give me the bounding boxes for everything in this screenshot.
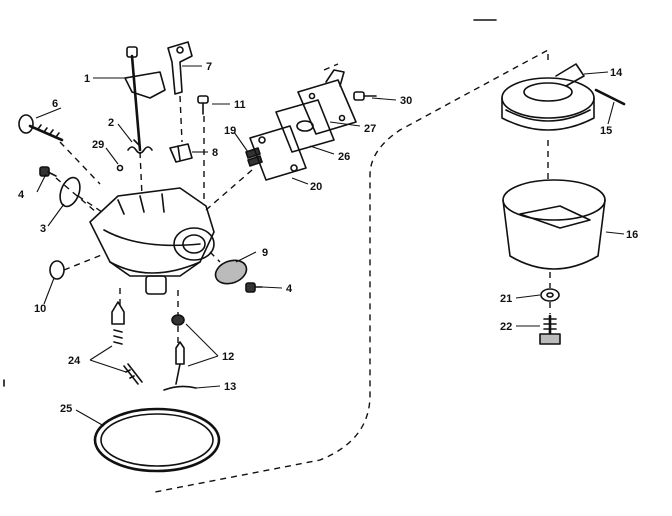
part-9-gasket bbox=[214, 259, 248, 285]
callout-4-left: 4 bbox=[18, 189, 25, 201]
callout-30: 30 bbox=[400, 95, 412, 107]
callout-13: 13 bbox=[224, 381, 236, 393]
part-25-o-ring bbox=[93, 407, 221, 473]
callout-12: 12 bbox=[222, 351, 234, 363]
part-6-idle-screw bbox=[18, 114, 64, 142]
part-27-pump-cover bbox=[297, 69, 357, 135]
callout-2: 2 bbox=[108, 117, 114, 129]
callout-14: 14 bbox=[610, 67, 623, 79]
assembly-dashed-lines bbox=[55, 63, 551, 344]
callout-10: 10 bbox=[34, 303, 46, 315]
leader-lines bbox=[35, 65, 625, 427]
callout-9: 9 bbox=[262, 247, 268, 259]
callout-4-right: 4 bbox=[286, 283, 293, 295]
callout-1: 1 bbox=[84, 73, 90, 85]
part-7-choke-shaft bbox=[167, 41, 193, 95]
callout-labels: 1 2 3 4 4 6 7 8 9 10 11 12 13 14 15 16 1… bbox=[18, 61, 638, 415]
part-1-throttle-shaft bbox=[124, 46, 166, 152]
callout-21: 21 bbox=[500, 293, 512, 305]
callout-16: 16 bbox=[626, 229, 638, 241]
part-12-needle-seat bbox=[171, 314, 185, 385]
callout-6: 6 bbox=[52, 98, 58, 110]
callout-15: 15 bbox=[600, 125, 612, 137]
part-20-gasket bbox=[249, 125, 307, 181]
callout-3: 3 bbox=[40, 223, 46, 235]
callout-26: 26 bbox=[338, 151, 350, 163]
callout-7: 7 bbox=[206, 61, 212, 73]
part-15-float-pin bbox=[594, 88, 626, 106]
part-30-screw bbox=[353, 91, 377, 101]
group-boundary-dashed bbox=[154, 48, 549, 493]
part-3-throttle-plate bbox=[59, 176, 81, 208]
part-4-screw-left bbox=[39, 166, 57, 177]
callout-24: 24 bbox=[68, 355, 81, 367]
callout-22: 22 bbox=[500, 321, 512, 333]
part-21-washer bbox=[540, 288, 560, 302]
part-14-float bbox=[501, 63, 595, 131]
part-29-ball bbox=[116, 164, 124, 172]
carburetor-body bbox=[89, 187, 215, 295]
part-11-screw bbox=[197, 95, 209, 115]
callout-25: 25 bbox=[60, 403, 72, 415]
part-24-nozzle bbox=[111, 301, 143, 385]
callout-11: 11 bbox=[234, 99, 246, 111]
callout-27: 27 bbox=[364, 123, 376, 135]
callout-19: 19 bbox=[224, 125, 236, 137]
part-22-bowl-bolt bbox=[539, 314, 561, 345]
part-16-float-bowl bbox=[502, 179, 606, 270]
callout-20: 20 bbox=[310, 181, 322, 193]
callout-29: 29 bbox=[92, 139, 104, 151]
part-10-welch-plug bbox=[49, 260, 65, 280]
part-4-screw-right bbox=[245, 282, 263, 293]
callout-8: 8 bbox=[212, 147, 218, 159]
part-8-choke-plate bbox=[169, 143, 193, 163]
part-13-clip bbox=[163, 385, 197, 391]
